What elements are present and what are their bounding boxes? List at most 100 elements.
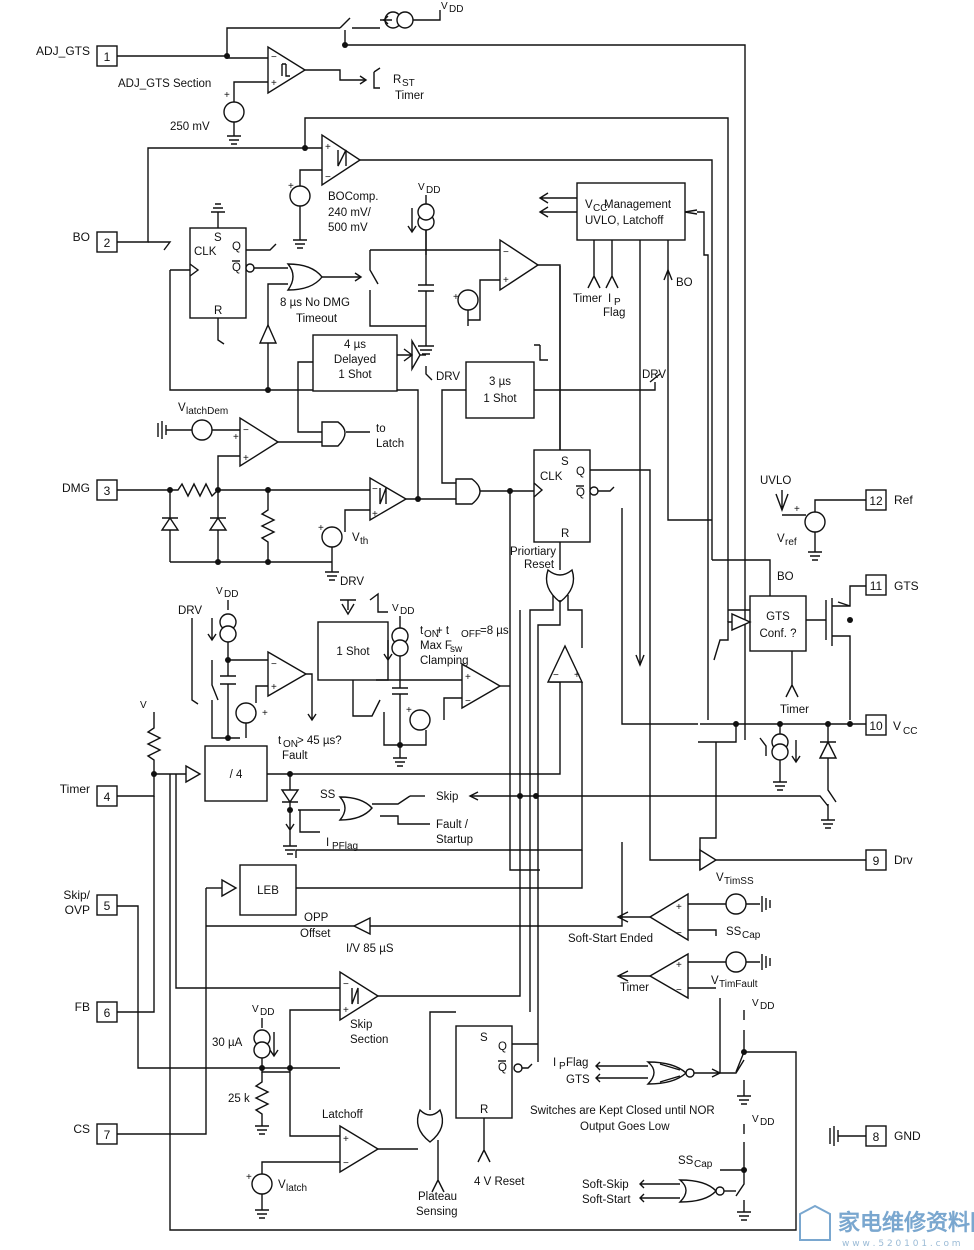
svg-text:Cap: Cap bbox=[694, 1159, 713, 1170]
svg-text:250 mV: 250 mV bbox=[170, 121, 210, 133]
nor-switches: I P Flag GTS Switches are Kept Closed un… bbox=[169, 774, 866, 1231]
svg-text:+: + bbox=[233, 432, 239, 443]
svg-text:−: − bbox=[343, 979, 349, 990]
svg-text:Output Goes Low: Output Goes Low bbox=[580, 1121, 670, 1133]
svg-text:240 mV/: 240 mV/ bbox=[328, 207, 372, 219]
svg-text:9: 9 bbox=[873, 854, 880, 868]
svg-text:UVLO, Latchoff: UVLO, Latchoff bbox=[585, 215, 664, 227]
svg-text:2: 2 bbox=[104, 236, 111, 250]
svg-text:1 Shot: 1 Shot bbox=[338, 369, 372, 381]
svg-text:+: + bbox=[574, 670, 580, 681]
svg-text:Startup: Startup bbox=[436, 834, 473, 846]
svg-text:3: 3 bbox=[104, 484, 111, 498]
svg-text:V: V bbox=[352, 532, 360, 544]
svg-text:Q: Q bbox=[232, 241, 241, 253]
svg-text:+: + bbox=[343, 1134, 349, 1145]
svg-text:1 Shot: 1 Shot bbox=[483, 393, 517, 405]
svg-text:V: V bbox=[216, 586, 223, 597]
svg-text:Conf. ?: Conf. ? bbox=[759, 628, 796, 640]
svg-text:SS: SS bbox=[678, 1155, 694, 1167]
svg-text:S: S bbox=[561, 456, 569, 468]
svg-text:4 µs: 4 µs bbox=[344, 339, 366, 351]
latchoff-comparator: Latchoff + − + V latch Plateau Sensing bbox=[246, 1011, 458, 1219]
svg-text:SS: SS bbox=[320, 789, 336, 801]
svg-text:Soft-Start: Soft-Start bbox=[582, 1194, 631, 1206]
svg-text:V: V bbox=[777, 533, 785, 545]
softstart-comparators: + − Soft-Start Ended SS Cap + − Timer V … bbox=[568, 892, 771, 1000]
svg-text:+: + bbox=[465, 672, 471, 683]
dmg-input-network: − + + V th DRV bbox=[117, 476, 540, 871]
three-us-oneshot: 3 µs 1 Shot DRV bbox=[441, 361, 666, 484]
svg-text:−: − bbox=[676, 928, 682, 939]
svg-text:Offset: Offset bbox=[300, 928, 331, 940]
svg-text:V: V bbox=[441, 1, 448, 12]
svg-text:BOComp.: BOComp. bbox=[328, 191, 379, 203]
vcc-management: V CC Management UVLO, Latchoff BO Timer … bbox=[538, 182, 712, 720]
svg-text:GTS: GTS bbox=[566, 1074, 590, 1086]
svg-text:DD: DD bbox=[760, 1001, 774, 1012]
svg-text:GND: GND bbox=[894, 1129, 921, 1143]
pin-5: 5 Skip/ OVP bbox=[63, 888, 118, 917]
svg-text:CC: CC bbox=[593, 203, 607, 214]
svg-text:ST: ST bbox=[402, 78, 415, 89]
svg-text:Ref: Ref bbox=[894, 493, 913, 507]
pin-4: 4 Timer bbox=[60, 782, 118, 807]
svg-text:7: 7 bbox=[104, 1128, 111, 1142]
svg-text:Fault: Fault bbox=[282, 750, 308, 762]
svg-text:DRV: DRV bbox=[642, 369, 666, 381]
svg-text:5: 5 bbox=[104, 899, 111, 913]
svg-text:Section: Section bbox=[350, 1034, 388, 1046]
svg-text:V: V bbox=[711, 975, 719, 987]
svg-text:CLK: CLK bbox=[194, 246, 217, 258]
svg-text:BO: BO bbox=[73, 230, 90, 244]
svg-text:Skip: Skip bbox=[436, 791, 458, 803]
svg-text:DD: DD bbox=[760, 1117, 774, 1128]
timer-divider: V / 4 I PFlag SS Skip Fault / Startup bbox=[117, 681, 561, 989]
svg-text:CC: CC bbox=[903, 726, 917, 737]
svg-text:Timeout: Timeout bbox=[296, 313, 338, 325]
svg-text:−: − bbox=[676, 985, 682, 996]
svg-text:/ 4: / 4 bbox=[230, 769, 243, 781]
svg-text:+: + bbox=[243, 453, 249, 464]
svg-text:−: − bbox=[325, 172, 331, 183]
skip-bus: − + bbox=[295, 644, 829, 858]
svg-text:+: + bbox=[676, 902, 682, 913]
svg-text:+: + bbox=[246, 1172, 252, 1183]
svg-text:25 k: 25 k bbox=[228, 1093, 250, 1105]
svg-text:latch: latch bbox=[286, 1183, 307, 1194]
svg-text:Q: Q bbox=[576, 466, 585, 478]
svg-text:Timer: Timer bbox=[395, 90, 424, 102]
svg-text:=8 µs: =8 µs bbox=[480, 625, 509, 637]
svg-text:−: − bbox=[465, 696, 471, 707]
svg-text:6: 6 bbox=[104, 1006, 111, 1020]
svg-text:SS: SS bbox=[726, 926, 742, 938]
pin-1: 1 ADJ_GTS bbox=[36, 44, 118, 67]
leb-block: LEB OPP Offset I/V 85 µS bbox=[117, 842, 623, 1135]
svg-text:Plateau: Plateau bbox=[418, 1191, 457, 1203]
svg-text:Drv: Drv bbox=[894, 853, 913, 867]
svg-text:Skip/: Skip/ bbox=[63, 888, 90, 902]
svg-text:Timer: Timer bbox=[573, 293, 602, 305]
svg-text:+: + bbox=[271, 78, 277, 89]
pin-7: 7 CS bbox=[73, 1122, 118, 1145]
svg-text:Clamping: Clamping bbox=[420, 655, 469, 667]
svg-text:th: th bbox=[360, 536, 368, 547]
svg-text:4 V Reset: 4 V Reset bbox=[474, 1176, 525, 1188]
svg-text:11: 11 bbox=[870, 579, 883, 593]
svg-text:Management: Management bbox=[604, 199, 672, 211]
svg-text:I/V 85 µS: I/V 85 µS bbox=[346, 943, 394, 955]
svg-text:OPP: OPP bbox=[304, 912, 329, 924]
svg-text:DRV: DRV bbox=[178, 605, 202, 617]
svg-text:Max F: Max F bbox=[420, 640, 452, 652]
svg-text:V: V bbox=[716, 872, 724, 884]
svg-text:to: to bbox=[376, 423, 386, 435]
max-fsw-clamp: 1 Shot V DD + − + t ON + t OFF =8 µs Max… bbox=[317, 592, 510, 767]
pin-8: 8 GND bbox=[865, 1125, 921, 1147]
svg-text:LEB: LEB bbox=[257, 885, 279, 897]
svg-text:−: − bbox=[271, 52, 277, 63]
svg-text:Delayed: Delayed bbox=[334, 354, 376, 366]
pin-11: 11 GTS bbox=[865, 574, 919, 596]
svg-text:BO: BO bbox=[777, 571, 794, 583]
svg-text:Cap: Cap bbox=[742, 930, 761, 941]
